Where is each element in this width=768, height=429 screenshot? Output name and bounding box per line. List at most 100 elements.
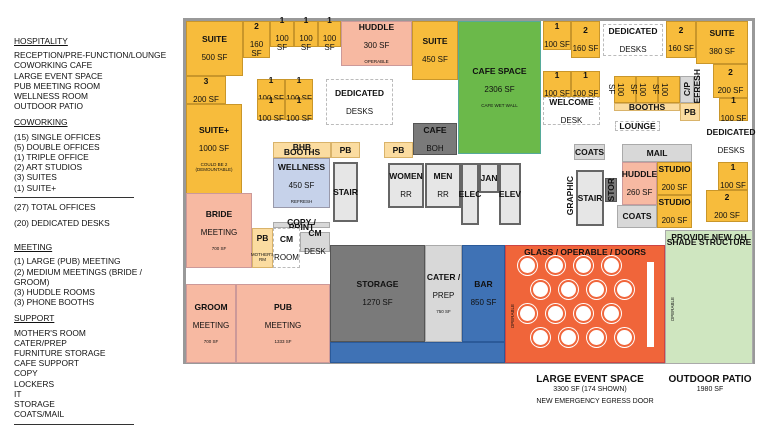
room-name: STUDIO [658, 164, 691, 174]
room-name: WOMEN [389, 171, 423, 181]
room-area: 450 SF [422, 55, 448, 64]
room-area: 850 SF [470, 298, 497, 307]
room-name: BRIDE [205, 209, 233, 219]
room-booths: BOOTHS [614, 102, 680, 111]
round-table [617, 282, 632, 297]
room-name: DEDICATED [706, 126, 756, 137]
room-area: 100 SF [258, 114, 284, 123]
round-table [561, 330, 576, 345]
room-name: 2 [254, 20, 259, 31]
room-stair: STAIR [333, 162, 358, 222]
room-area: 200 SF [193, 94, 219, 104]
legend-item: (5) DOUBLE OFFICES [14, 141, 100, 152]
divider [14, 196, 134, 198]
room-area: 160 SF [668, 44, 694, 53]
room-copy: COPY / PRINT [273, 218, 330, 231]
room-name: HUDDLE [358, 22, 395, 32]
room-note: OPERABLE [364, 59, 389, 64]
room-lounge: LOUNGE [615, 121, 660, 131]
room-area: 200 SF [717, 85, 744, 95]
room-note: MEETING [264, 321, 302, 330]
room-name: WELLNESS [277, 161, 326, 172]
divider [14, 423, 134, 425]
room-area: 100 SF [258, 93, 284, 103]
room-area: 1270 SF [362, 298, 393, 307]
room-area: 750 SF [436, 309, 451, 314]
room-name: MAIL [646, 147, 668, 158]
room-area: 100 SF [544, 88, 570, 98]
round-table [604, 306, 619, 321]
room-note: COULD BE 2 (DEMOUNTABLE) [195, 162, 233, 172]
room-name: 1 [327, 15, 332, 25]
room-area: 500 SF [201, 53, 228, 62]
round-table [589, 330, 604, 345]
room-name: PUB [274, 302, 292, 312]
legend-desks: (20) DEDICATED DESKS [14, 218, 110, 229]
legend-item: (2) MEDIUM MEETINGS (BRIDE / GROOM) [14, 266, 142, 287]
legend-item: COWORKING CAFE [14, 60, 93, 71]
room-note: ROOM [274, 252, 299, 262]
room-name: DEDICATED [608, 25, 658, 36]
room-name: COATS [574, 146, 605, 157]
room-name: STORAGE [356, 279, 399, 289]
room-name: 1 [279, 15, 285, 25]
room-name: 1 [296, 74, 302, 85]
patio-sf: 1980 SF [696, 386, 724, 393]
room-name: CATER / [426, 272, 461, 282]
room-bhb: BHB BOOTHS [273, 142, 331, 158]
round-table [576, 258, 591, 273]
event-space-sf: 3300 SF (174 SHOWN) [553, 386, 627, 393]
room-name: CAFE SPACE [472, 66, 527, 76]
room-suite500: SUITE 500 SF [186, 21, 243, 76]
room-name: 1 [554, 21, 560, 31]
legend-item: WELLNESS ROOM [14, 91, 88, 102]
room-name: 2 [724, 191, 730, 202]
room-name: SUITE [709, 28, 735, 38]
room-note: DESKS [717, 145, 745, 155]
room-graphic: GRAPHIC [565, 176, 575, 215]
room-name: SUITE [201, 34, 228, 44]
room-blueband [330, 342, 505, 363]
room-area: 100 SF [720, 180, 746, 190]
legend-heading: COWORKING [14, 117, 68, 128]
round-table [589, 282, 604, 297]
room-area: 380 SF [709, 47, 735, 56]
room-note: DESKS [345, 106, 374, 116]
room-name: 1 [303, 15, 309, 25]
room-area: 160 SF [249, 39, 264, 58]
legend-total: (27) TOTAL OFFICES [14, 201, 96, 212]
legend-heading: MEETING [14, 242, 53, 253]
legend-item: IT [14, 388, 22, 399]
room-elec: ELEC [459, 163, 481, 225]
room-area: 100 SF [322, 34, 337, 52]
room-name: 1 [296, 95, 302, 105]
room-name: PROVIDE NEW OH SHADE STRUCTURE [666, 232, 752, 247]
room-storage: STORAGE 1270 SF [330, 245, 425, 342]
legend-item: COPY [14, 368, 38, 379]
room-area: 200 SF [661, 183, 688, 192]
legend-item: CATER/PREP [14, 337, 67, 348]
banquet-table [647, 262, 654, 347]
room-name: SUITE [422, 36, 448, 46]
room-note: CAFE WET WALL [481, 103, 518, 108]
